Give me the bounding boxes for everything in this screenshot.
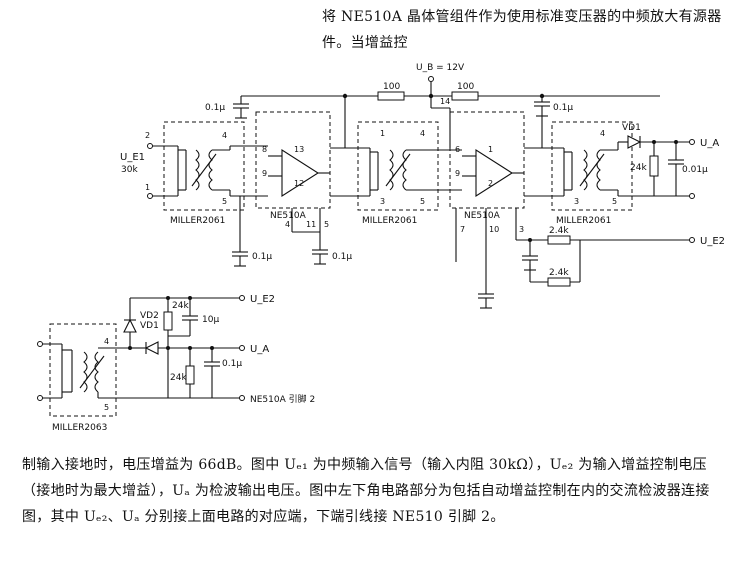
pin-6: 6 [455, 145, 460, 154]
supply-terminal [428, 76, 434, 82]
r24k-c-label: 24k [170, 373, 187, 383]
r30k-label: 30k [121, 165, 138, 175]
ua-label: U_A [700, 138, 719, 149]
input-terminals [147, 143, 178, 199]
pin-5-t2: 5 [420, 197, 425, 206]
pin-3-t2: 3 [380, 197, 385, 206]
c01-e-label: 0.1μ [222, 359, 242, 369]
miller-3-label: MILLER2061 [556, 216, 611, 226]
r24k-a-label: 24k [630, 163, 647, 173]
miller-4-label: MILLER2063 [52, 423, 107, 433]
ue2-label: U_E2 [700, 236, 725, 247]
agc-detector-circuit [37, 295, 245, 417]
r24k-b-label: 24k [172, 301, 189, 311]
pin-8: 8 [262, 145, 267, 154]
vd1-label: VD1 [622, 123, 641, 133]
pin-3-t3: 3 [574, 197, 579, 206]
ue1-label: U_E1 [120, 152, 145, 163]
pin-1-ne2: 1 [488, 145, 493, 154]
pin-1-in: 1 [145, 183, 150, 192]
pin-13: 13 [294, 145, 304, 154]
pin-12: 12 [294, 179, 304, 188]
resistor-100-b [451, 91, 479, 101]
pin-10: 10 [489, 225, 499, 234]
supply-rail [233, 76, 660, 148]
ne510a-2 [449, 111, 695, 309]
pin-4-t2: 4 [420, 129, 425, 138]
miller-2-label: MILLER2061 [362, 216, 417, 226]
c001-label: 0.01μ [682, 165, 708, 175]
pin-4-t4: 4 [104, 337, 109, 346]
pin2-note: NE510A 引脚 2 [250, 394, 315, 405]
pin-5-t1: 5 [222, 197, 227, 206]
pin-11: 11 [306, 220, 316, 229]
pin-5-t3: 5 [612, 197, 617, 206]
pin-3-ne2: 3 [519, 225, 524, 234]
detector-output [617, 135, 695, 199]
vd2-label: VD2 [140, 311, 159, 321]
resistor-100-a [377, 91, 405, 101]
ua2-label: U_A [250, 344, 269, 355]
transformer-1 [163, 121, 245, 211]
pin-5-t4: 5 [104, 403, 109, 412]
miller-1-label: MILLER2061 [170, 216, 225, 226]
ne510a-1-label: NE510A [270, 211, 307, 221]
r100-a-label: 100 [383, 82, 400, 92]
pin-5-ne1: 5 [324, 220, 329, 229]
description-bottom: 制输入接地时，电压增益为 66dB。图中 Uₑ₁ 为中频输入信号（输入内阻 30… [22, 457, 710, 525]
pin-4-t3: 4 [600, 129, 605, 138]
pin-4-ne1: 4 [285, 220, 290, 229]
c01-b-label: 0.1μ [553, 103, 573, 113]
pin-1-t2: 1 [380, 129, 385, 138]
r24k-e-label: 2.4k [549, 268, 569, 278]
r24k-d-label: 2.4k [549, 226, 569, 236]
pin-9-ne1: 9 [262, 169, 267, 178]
r100-b-label: 100 [457, 82, 474, 92]
c01-a-label: 0.1μ [205, 103, 225, 113]
transformer-3 [551, 121, 633, 211]
transformer-2 [357, 121, 439, 211]
pin-2-in: 2 [145, 131, 150, 140]
c01-c-label: 0.1μ [252, 252, 272, 262]
c10-label: 10μ [202, 315, 219, 325]
ne510a-1 [255, 111, 331, 265]
pin-7: 7 [460, 225, 465, 234]
pin-4-t1: 4 [222, 131, 227, 140]
c01-d-label: 0.1μ [332, 252, 352, 262]
pin-2-ne2: 2 [488, 179, 493, 188]
description-top: 将 NE510A 晶体管组件作为使用标准变压器的中频放大有源器件。当增益控 [322, 9, 722, 51]
pin-14: 14 [440, 97, 450, 106]
ue2b-label: U_E2 [250, 294, 275, 305]
supply-label: U_B = 12V [416, 63, 465, 73]
vd1b-label: VD1 [140, 321, 159, 331]
ne510a-2-label: NE510A [464, 211, 501, 221]
pin-9-ne2: 9 [455, 169, 460, 178]
